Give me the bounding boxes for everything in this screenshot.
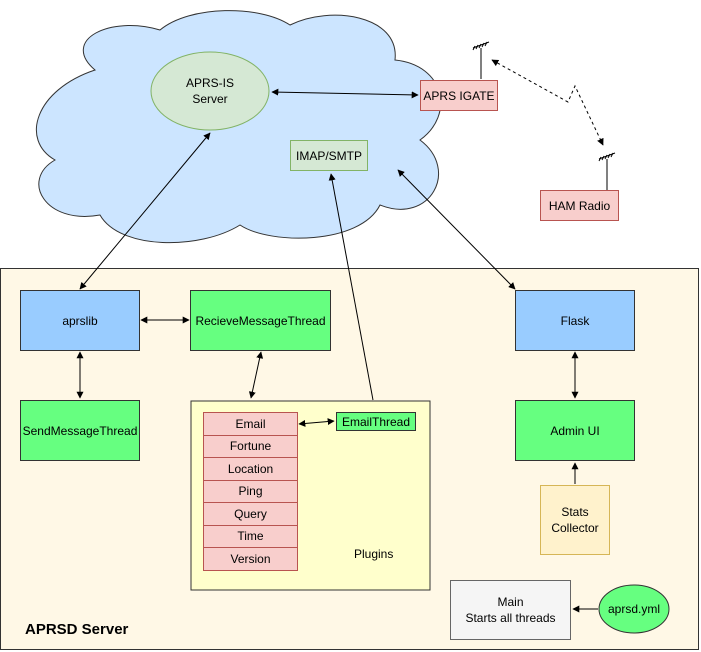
arrow-email-emailthread bbox=[298, 418, 335, 427]
admin-ui-node: Admin UI bbox=[515, 400, 635, 461]
email-thread-label: EmailThread bbox=[341, 414, 411, 429]
plugin-item-label: Fortune bbox=[229, 439, 272, 454]
igate-antenna-icon bbox=[472, 41, 490, 79]
aprsd-yml-node bbox=[598, 584, 670, 634]
arrow-receive-plugins bbox=[248, 351, 264, 399]
imap-smtp-label: IMAP/SMTP bbox=[295, 148, 362, 163]
aprs-igate-label: APRS IGATE bbox=[423, 88, 495, 103]
ham-radio-label: HAM Radio bbox=[548, 198, 611, 213]
radio-link-arrow bbox=[491, 59, 604, 146]
aprs-is-server-node bbox=[150, 51, 270, 131]
aprs-igate-node: APRS IGATE bbox=[420, 80, 498, 111]
receive-message-thread-label: RecieveMessageThread bbox=[195, 313, 326, 328]
plugin-item-ping: Ping bbox=[203, 479, 298, 503]
plugin-list: Email Fortune Location Ping Query Time V… bbox=[203, 412, 298, 571]
aprs-is-server-label: APRS-IS Server bbox=[185, 76, 234, 106]
internet-cloud bbox=[36, 10, 442, 244]
plugin-item-label: Ping bbox=[238, 484, 263, 499]
plugins-label: Plugins bbox=[354, 547, 394, 561]
aprsd-yml-label: aprsd.yml bbox=[607, 602, 660, 616]
flask-label: Flask bbox=[560, 313, 590, 328]
plugin-item-label: Location bbox=[227, 461, 274, 476]
aprslib-node: aprslib bbox=[20, 290, 140, 351]
plugin-item-email: Email bbox=[203, 412, 298, 436]
main-label: Main Starts all threads bbox=[465, 595, 556, 625]
arrow-aprslib-aprs-is bbox=[79, 132, 211, 290]
arrow-plugins-imap bbox=[328, 173, 374, 401]
stats-collector-label: Stats Collector bbox=[551, 505, 599, 535]
plugin-item-version: Version bbox=[203, 547, 298, 571]
imap-smtp-node: IMAP/SMTP bbox=[290, 140, 368, 171]
receive-message-thread-node: RecieveMessageThread bbox=[190, 290, 331, 351]
plugin-item-label: Time bbox=[237, 529, 264, 544]
aprslib-label: aprslib bbox=[62, 313, 98, 328]
arrow-flask-cloud bbox=[397, 169, 516, 290]
stats-collector-node: Stats Collector bbox=[540, 485, 610, 555]
plugin-item-label: Version bbox=[230, 551, 271, 566]
send-message-thread-node: SendMessageThread bbox=[20, 400, 140, 461]
admin-ui-label: Admin UI bbox=[550, 423, 600, 438]
main-node: Main Starts all threads bbox=[450, 580, 571, 640]
flask-node: Flask bbox=[515, 290, 635, 351]
plugin-item-query: Query bbox=[203, 502, 298, 526]
plugin-item-location: Location bbox=[203, 457, 298, 481]
send-message-thread-label: SendMessageThread bbox=[22, 423, 138, 438]
ham-radio-node: HAM Radio bbox=[540, 190, 619, 221]
ham-radio-antenna-icon bbox=[598, 152, 616, 190]
aprsd-server-title: APRSD Server bbox=[25, 621, 129, 638]
email-thread-node: EmailThread bbox=[336, 412, 416, 431]
arrow-aprs-is-igate bbox=[271, 88, 419, 99]
plugin-item-time: Time bbox=[203, 524, 298, 548]
plugin-item-label: Email bbox=[235, 416, 266, 431]
plugin-item-fortune: Fortune bbox=[203, 434, 298, 458]
plugin-item-label: Query bbox=[234, 506, 267, 521]
